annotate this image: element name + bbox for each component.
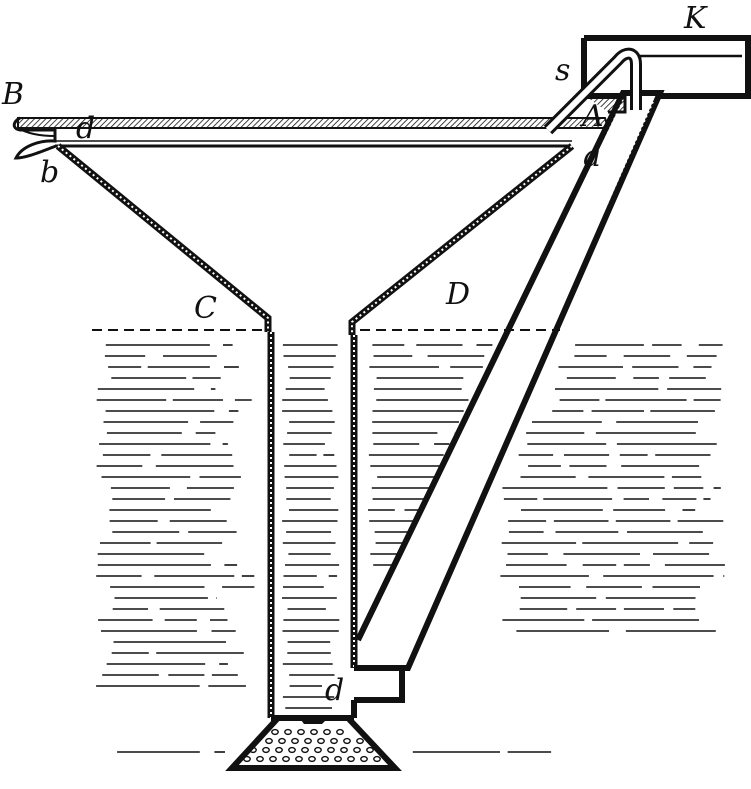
funnel-stem — [267, 332, 358, 721]
base-hole — [373, 755, 381, 763]
label-a-lower: a — [583, 139, 601, 174]
base-hole — [271, 728, 279, 736]
outlet-box — [354, 665, 405, 703]
base-hole — [366, 746, 374, 754]
base-hole — [343, 737, 351, 745]
label-b-upper: B — [1, 77, 24, 112]
base-hole — [356, 737, 364, 745]
base-hole — [262, 746, 270, 754]
base-hole — [321, 755, 329, 763]
base-hole — [243, 755, 251, 763]
base-hole — [256, 755, 264, 763]
base-hole — [340, 746, 348, 754]
base-hole — [334, 755, 342, 763]
base-hole — [314, 746, 322, 754]
base-hole — [284, 728, 292, 736]
label-d-top: d — [76, 111, 95, 146]
siphon-tube-s — [543, 47, 642, 135]
base-hole — [330, 737, 338, 745]
base-hole — [249, 746, 257, 754]
base-hole — [265, 737, 273, 745]
label-d-bottom: d — [325, 673, 344, 708]
base-hole — [278, 737, 286, 745]
perforated-base — [225, 715, 402, 771]
base-hole — [353, 746, 361, 754]
water-hatching — [96, 344, 725, 753]
base-hole — [288, 746, 296, 754]
base-hole — [310, 728, 318, 736]
base-hole — [336, 728, 344, 736]
base-hole — [308, 755, 316, 763]
label-k: K — [683, 1, 708, 36]
label-s: s — [555, 53, 570, 88]
label-d-cone: D — [445, 277, 470, 312]
base-hole — [347, 755, 355, 763]
base-hole — [301, 746, 309, 754]
base-hole — [295, 755, 303, 763]
slanted-tube — [355, 90, 665, 671]
funnel-cone-right-wall — [348, 143, 575, 335]
base-hole — [317, 737, 325, 745]
base-hole — [360, 755, 368, 763]
base-hole — [297, 728, 305, 736]
funnel-cone-left-wall — [55, 143, 272, 332]
base-hole — [291, 737, 299, 745]
funnel-rim — [12, 116, 610, 160]
base-hole — [282, 755, 290, 763]
base-hole — [269, 755, 277, 763]
label-b-lower: b — [40, 155, 59, 190]
base-hole — [323, 728, 331, 736]
label-a-upper: A — [579, 99, 604, 134]
base-hole — [304, 737, 312, 745]
base-hole — [275, 746, 283, 754]
base-hole — [327, 746, 335, 754]
label-c: C — [194, 291, 217, 326]
